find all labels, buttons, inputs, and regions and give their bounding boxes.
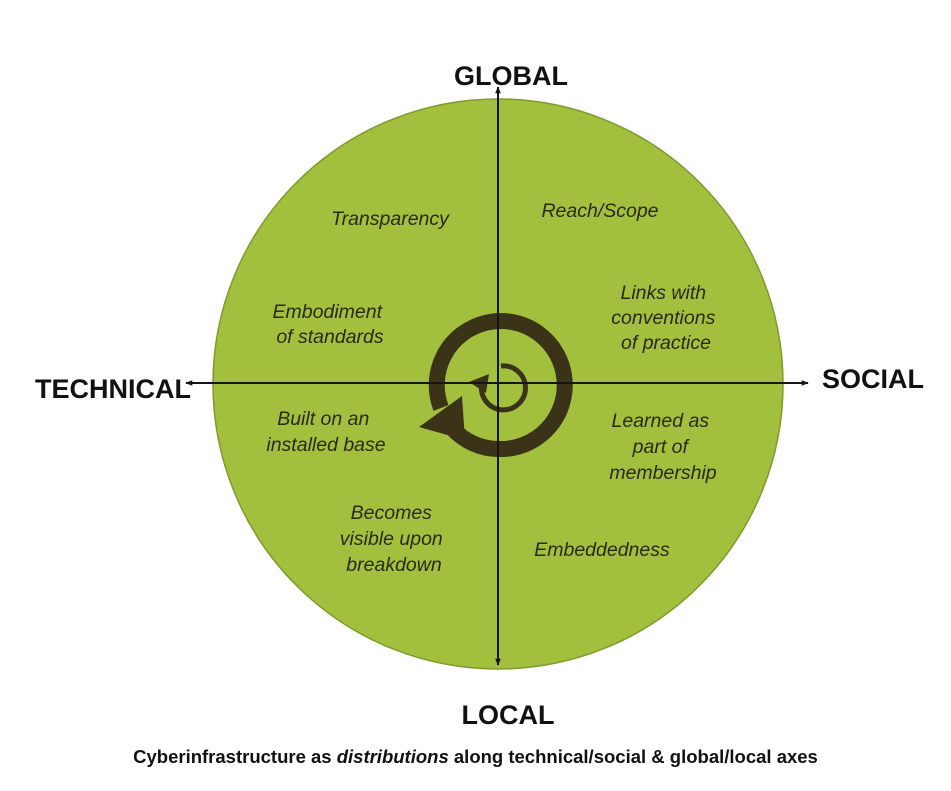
- outer-cycle-arrowhead: [419, 396, 465, 440]
- label-built-on-installed-base: Built on an installed base: [266, 408, 385, 456]
- label-learned-as-membership: Learned as part of membership: [609, 410, 716, 484]
- caption-text-before: Cyberinfrastructure as: [133, 746, 337, 767]
- label-transparency: Transparency: [331, 208, 450, 230]
- label-links-with-conventions: Links with conventions of practice: [611, 282, 721, 354]
- label-embodiment-of-standards: Embodiment of standards: [273, 301, 388, 348]
- caption-emphasis: distributions: [336, 746, 449, 767]
- figure-caption: Cyberinfrastructure as distributions alo…: [0, 746, 951, 768]
- caption-text-after: along technical/social & global/local ax…: [448, 746, 818, 767]
- label-embeddedness: Embeddedness: [534, 539, 670, 561]
- axis-label-local: LOCAL: [462, 700, 555, 730]
- axis-label-technical: TECHNICAL: [35, 374, 191, 404]
- label-visible-upon-breakdown: Becomes visible upon breakdown: [340, 502, 448, 576]
- inner-cycle-arrow: [478, 363, 528, 413]
- axis-label-global: GLOBAL: [454, 61, 568, 91]
- distribution-diagram: GLOBAL LOCAL TECHNICAL SOCIAL Transparen…: [35, 61, 924, 730]
- label-reach-scope: Reach/Scope: [541, 200, 658, 222]
- axis-label-social: SOCIAL: [822, 364, 924, 394]
